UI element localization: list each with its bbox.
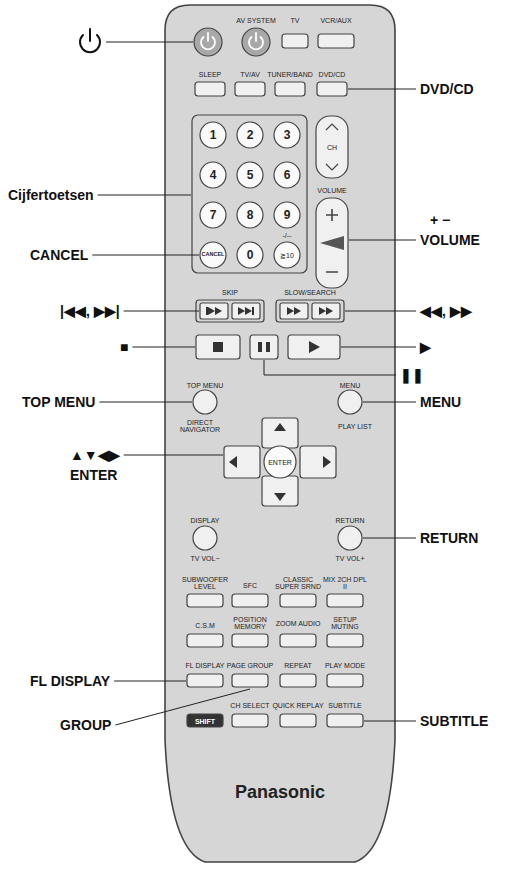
leader-line <box>124 455 223 456</box>
digit-label: 5 <box>247 169 254 181</box>
button-label: RETURN <box>335 517 364 524</box>
button-label: TUNER/BAND <box>267 71 313 78</box>
leader-line <box>348 89 416 90</box>
callout-label: ENTER <box>70 468 117 482</box>
button-label: SUBTITLE <box>328 702 361 709</box>
callout-label: ▶ <box>420 340 431 354</box>
callout-label: ▲▼◀▶ <box>70 448 120 462</box>
button-label: CH <box>327 144 337 151</box>
leader-line <box>114 681 186 682</box>
button-label: SKIP <box>222 289 238 296</box>
callout-label: + − <box>430 213 450 227</box>
callout-label: ■ <box>120 340 128 354</box>
callout-label: MENU <box>420 395 461 409</box>
button-label: DIRECT NAVIGATOR <box>179 419 221 433</box>
digit-label: 1 <box>210 129 217 141</box>
button-label: TOP MENU <box>187 382 224 389</box>
button-label: FL DISPLAY <box>186 662 225 669</box>
digit-label: 2 <box>247 129 254 141</box>
button-label: DVD/CD <box>319 71 346 78</box>
digit-label: 8 <box>247 209 254 221</box>
callout-label: VOLUME <box>420 233 480 247</box>
button-label: ≧10 <box>280 252 294 259</box>
callout-label: |◀◀, ▶▶| <box>60 304 120 318</box>
button-label: VOLUME <box>317 187 347 194</box>
button-label: PLAY LIST <box>337 423 373 430</box>
leader-line <box>132 347 195 348</box>
button-label: CANCEL <box>202 252 225 258</box>
power-symbol <box>80 29 100 52</box>
callout-label: GROUP <box>60 718 111 732</box>
leader-line <box>98 195 191 196</box>
digit-label: 0 <box>247 249 254 261</box>
button-label: -/-- <box>283 232 292 239</box>
leader-line <box>99 402 192 403</box>
leader-line <box>124 311 199 312</box>
button-label: PLAY MODE <box>325 662 365 669</box>
button-label: CH SELECT <box>230 702 269 709</box>
button-label: MIX 2CH DPL II <box>322 576 368 590</box>
button-label: QUICK REPLAY <box>272 702 323 709</box>
callout-label: Cijfertoetsen <box>8 188 94 202</box>
callout-label: ❚❚ <box>400 368 424 382</box>
leader-line <box>363 538 416 539</box>
button-label: PAGE GROUP <box>227 662 274 669</box>
button-label: SFC <box>243 582 257 589</box>
digit-label: 7 <box>210 209 217 221</box>
button-label: TV/AV <box>240 71 260 78</box>
callout-label: DVD/CD <box>420 82 474 96</box>
button-label: SHIFT <box>195 718 215 725</box>
button-label: TV <box>291 17 300 24</box>
digit-label: 6 <box>284 169 291 181</box>
digit-label: 3 <box>284 129 291 141</box>
leader-line <box>341 347 416 348</box>
button-label: TV VOL+ <box>336 555 365 562</box>
callout-label: CANCEL <box>30 248 88 262</box>
button-label: POSITION MEMORY <box>227 616 273 630</box>
digit-label: 9 <box>284 209 291 221</box>
button-label: C.S.M <box>195 622 214 629</box>
callout-label: ◀◀, ▶▶ <box>420 304 472 318</box>
button-label: ENTER <box>268 459 292 466</box>
leader-line <box>345 311 416 312</box>
leader-line <box>115 689 250 725</box>
brand-name: Panasonic <box>235 783 325 801</box>
digit-label: 4 <box>210 169 217 181</box>
leader-line <box>363 402 416 403</box>
leader-line <box>264 360 396 375</box>
button-label: SUBWOOFER LEVEL <box>182 576 228 590</box>
callout-label: FL DISPLAY <box>30 674 110 688</box>
button-label: ZOOM AUDIO <box>275 620 321 627</box>
button-label: MENU <box>340 382 361 389</box>
button-label: TV VOL− <box>191 555 220 562</box>
callout-label: RETURN <box>420 531 478 545</box>
button-label: AV SYSTEM <box>236 17 276 24</box>
leader-line <box>364 721 416 722</box>
leader-line <box>92 255 199 256</box>
button-label: VCR/AUX <box>320 17 351 24</box>
button-label: SLOW/SEARCH <box>284 289 336 296</box>
button-label: SLEEP <box>199 71 222 78</box>
button-label: SETUP MUTING <box>322 616 368 630</box>
callout-label: SUBTITLE <box>420 714 488 728</box>
callout-label: TOP MENU <box>22 395 95 409</box>
button-label: CLASSIC SUPER SRND <box>275 576 321 590</box>
leader-line <box>349 240 416 241</box>
button-label: REPEAT <box>284 662 312 669</box>
button-label: DISPLAY <box>190 517 219 524</box>
